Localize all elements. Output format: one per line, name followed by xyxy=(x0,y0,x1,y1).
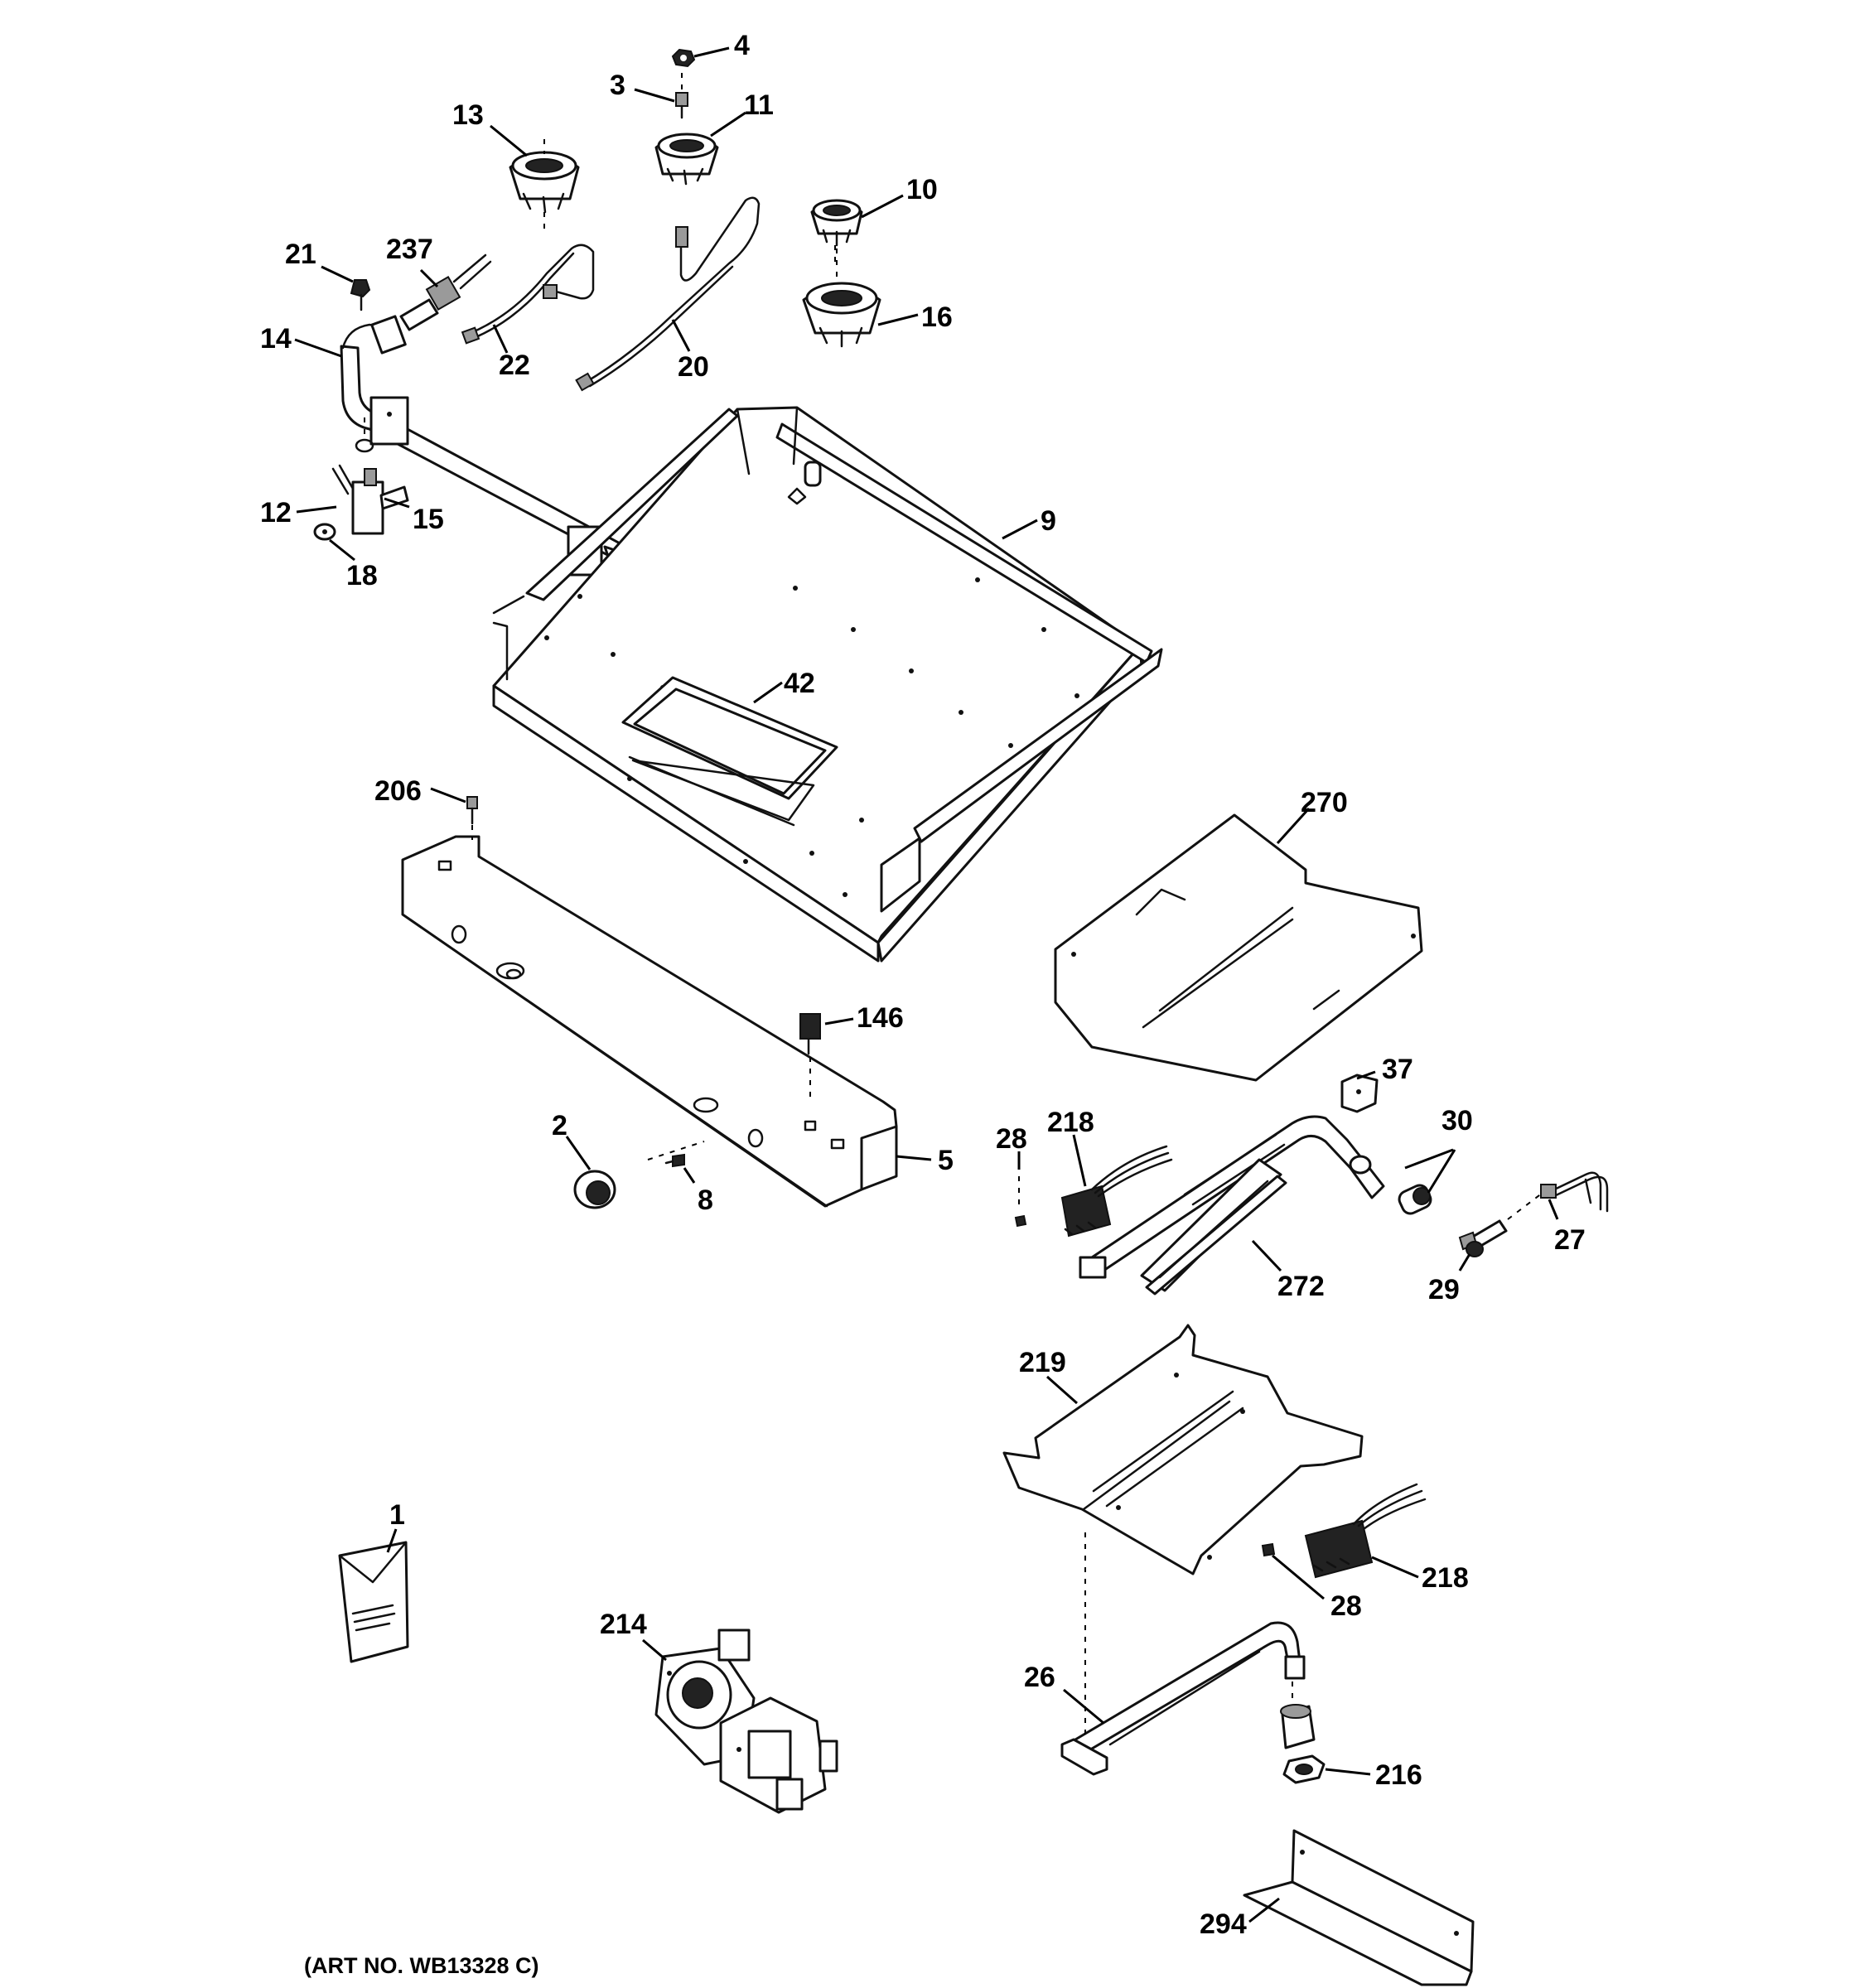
access-plate-part-42 xyxy=(621,676,838,827)
callout-270: 270 xyxy=(1301,787,1348,818)
fitting-part-237 xyxy=(399,253,492,331)
callout-37: 37 xyxy=(1382,1054,1413,1085)
tube-part-20 xyxy=(575,196,761,392)
screw-part-28-lower xyxy=(1261,1542,1276,1557)
burner-head-part-11 xyxy=(654,133,719,186)
callout-294: 294 xyxy=(1200,1908,1247,1940)
tube-part-27 xyxy=(1540,1171,1609,1213)
gas-valve-thermostat-part-214 xyxy=(654,1629,838,1814)
screw-part-206 xyxy=(466,796,478,825)
callout-27: 27 xyxy=(1554,1224,1586,1256)
screw-part-8 xyxy=(664,1153,685,1168)
callout-5: 5 xyxy=(938,1145,954,1176)
callout-16: 16 xyxy=(921,302,953,333)
art-number-label: (ART NO. WB13328 C) xyxy=(304,1953,539,1978)
knob-part-2 xyxy=(573,1170,616,1209)
callout-214: 214 xyxy=(600,1609,647,1640)
callout-219: 219 xyxy=(1019,1347,1066,1378)
callout-28-lower: 28 xyxy=(1330,1590,1362,1622)
broil-burner-tube xyxy=(1079,1115,1385,1279)
fitting-part-29 xyxy=(1458,1219,1508,1257)
callout-18: 18 xyxy=(346,560,378,591)
valve-stem-part-15 xyxy=(379,485,409,510)
burner-base-part-216-body xyxy=(1280,1704,1316,1749)
igniter-part-218-upper xyxy=(1060,1145,1173,1238)
bracket-part-294 xyxy=(1243,1829,1475,1986)
callout-42: 42 xyxy=(784,668,815,699)
callout-22: 22 xyxy=(499,350,530,381)
nut-part-4 xyxy=(671,48,696,68)
callout-9: 9 xyxy=(1041,505,1056,537)
valve-part-12 xyxy=(331,464,384,535)
screw-part-3 xyxy=(675,92,688,119)
callout-218-lower: 218 xyxy=(1422,1562,1469,1594)
callout-218-upper: 218 xyxy=(1047,1107,1094,1138)
callout-206: 206 xyxy=(374,775,422,807)
callout-3: 3 xyxy=(610,70,625,101)
callout-26: 26 xyxy=(1024,1662,1055,1693)
burner-head-part-10 xyxy=(810,199,863,247)
callout-20: 20 xyxy=(678,351,709,383)
callout-labels: 4 3 11 13 10 16 21 237 14 22 20 12 15 18… xyxy=(260,30,1586,1940)
callout-13: 13 xyxy=(452,99,484,131)
callout-11: 11 xyxy=(744,89,774,121)
washer xyxy=(355,438,374,453)
callout-272: 272 xyxy=(1277,1271,1325,1302)
callout-14: 14 xyxy=(260,323,292,355)
callout-146: 146 xyxy=(857,1002,904,1034)
callout-1: 1 xyxy=(389,1499,405,1531)
bracket-part-37 xyxy=(1340,1074,1379,1113)
burner-head-part-16 xyxy=(802,282,881,348)
bake-burner-part-26 xyxy=(1060,1621,1306,1776)
screw-part-28-upper xyxy=(1014,1214,1027,1228)
callout-21: 21 xyxy=(285,239,316,270)
burner-head-part-13 xyxy=(509,151,580,214)
callout-237: 237 xyxy=(386,234,433,265)
burner-box-part-9 xyxy=(492,406,1163,963)
callout-8: 8 xyxy=(698,1185,713,1216)
callout-216: 216 xyxy=(1375,1759,1422,1791)
literature-envelope-part-1 xyxy=(338,1541,409,1663)
orifice-holder-part-30 xyxy=(1349,1155,1432,1215)
callout-30: 30 xyxy=(1441,1105,1473,1136)
clip-part-146 xyxy=(799,1013,821,1055)
igniter-part-218-lower xyxy=(1304,1483,1427,1579)
callout-28-upper: 28 xyxy=(996,1123,1027,1155)
callout-12: 12 xyxy=(260,497,292,528)
shield-part-270 xyxy=(1054,813,1423,1082)
callout-2: 2 xyxy=(552,1110,567,1141)
callout-4: 4 xyxy=(734,30,750,61)
tube-part-22 xyxy=(461,244,595,345)
callout-29: 29 xyxy=(1428,1274,1460,1305)
orifice-part-21 xyxy=(350,279,371,311)
nut-part-216 xyxy=(1282,1754,1326,1784)
manifold-panel-part-5 xyxy=(401,835,898,1208)
nut-part-18 xyxy=(313,523,336,541)
callout-15: 15 xyxy=(413,504,444,535)
callout-10: 10 xyxy=(906,174,938,205)
leader-lines xyxy=(294,46,1559,1923)
burner-plate-part-272 xyxy=(1140,1158,1287,1296)
shield-part-219 xyxy=(1002,1324,1364,1575)
